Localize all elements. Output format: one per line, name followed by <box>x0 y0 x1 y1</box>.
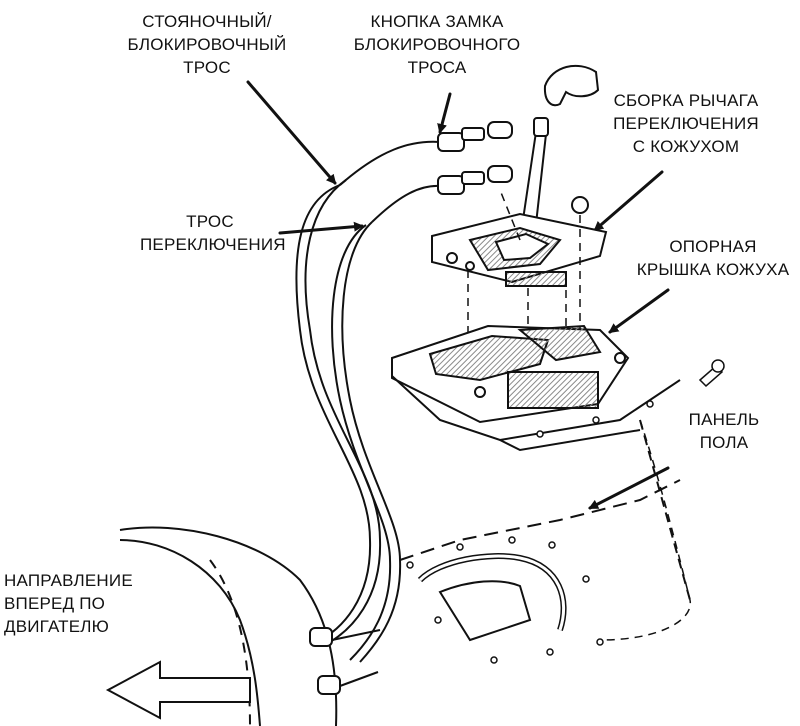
label-line: С КОЖУХОМ <box>632 137 740 156</box>
label-line: БЛОКИРОВОЧНОГО <box>353 35 521 54</box>
parking-cable <box>295 184 372 641</box>
cable-fittings <box>437 121 513 195</box>
label-line: БЛОКИРОВОЧНЫЙ <box>127 35 287 54</box>
transmission-housing <box>119 526 381 726</box>
label-line: ТРОСА <box>407 58 467 77</box>
label-line: СБОРКА РЫЧАГА <box>613 91 759 110</box>
cables <box>295 140 441 663</box>
fasteners <box>406 359 725 664</box>
label-line: ПЕРЕКЛЮЧЕНИЯ <box>140 235 286 254</box>
label-line: ТРОС <box>183 58 231 77</box>
forward-arrow-icon <box>105 660 251 720</box>
label-line: ПОЛА <box>699 433 749 452</box>
label-lock-button: КНОПКА ЗАМКА БЛОКИРОВОЧНОГО ТРОСА <box>344 10 530 79</box>
label-line: ДВИГАТЕЛЮ <box>4 617 110 636</box>
label-support-cover: ОПОРНАЯ КРЫШКА КОЖУХА <box>628 235 798 281</box>
label-line: ОПОРНАЯ <box>669 237 757 256</box>
label-line: НАПРАВЛЕНИЕ <box>4 571 133 590</box>
label-line: ПЕРЕКЛЮЧЕНИЯ <box>613 114 759 133</box>
support-cover-arrow <box>608 288 670 334</box>
label-lever-assembly: СБОРКА РЫЧАГА ПЕРЕКЛЮЧЕНИЯ С КОЖУХОМ <box>596 89 776 158</box>
shift-cable-arrow <box>278 221 364 235</box>
label-line: ПАНЕЛЬ <box>688 410 760 429</box>
label-line: КРЫШКА КОЖУХА <box>636 260 790 279</box>
lever-housing <box>431 196 608 287</box>
label-forward-direction: НАПРАВЛЕНИЕ ВПЕРЕД ПО ДВИГАТЕЛЮ <box>4 569 164 638</box>
label-floor-panel: ПАНЕЛЬ ПОЛА <box>676 408 772 454</box>
floor-panel <box>391 375 691 642</box>
label-line: КНОПКА ЗАМКА <box>370 12 504 31</box>
label-line: ВПЕРЕД ПО <box>4 594 106 613</box>
support-cover <box>391 324 630 424</box>
shift-cable <box>331 224 392 661</box>
label-parking-cable: СТОЯНОЧНЫЙ/ БЛОКИРОВОЧНЫЙ ТРОС <box>112 10 302 79</box>
parking-cable-arrow <box>246 80 337 185</box>
lock-button-arrow <box>437 92 452 134</box>
label-line: СТОЯНОЧНЫЙ/ <box>142 12 272 31</box>
lever-assembly-arrow <box>593 170 664 232</box>
label-shift-cable: ТРОС ПЕРЕКЛЮЧЕНИЯ <box>140 210 286 256</box>
label-line: ТРОС <box>186 212 234 231</box>
